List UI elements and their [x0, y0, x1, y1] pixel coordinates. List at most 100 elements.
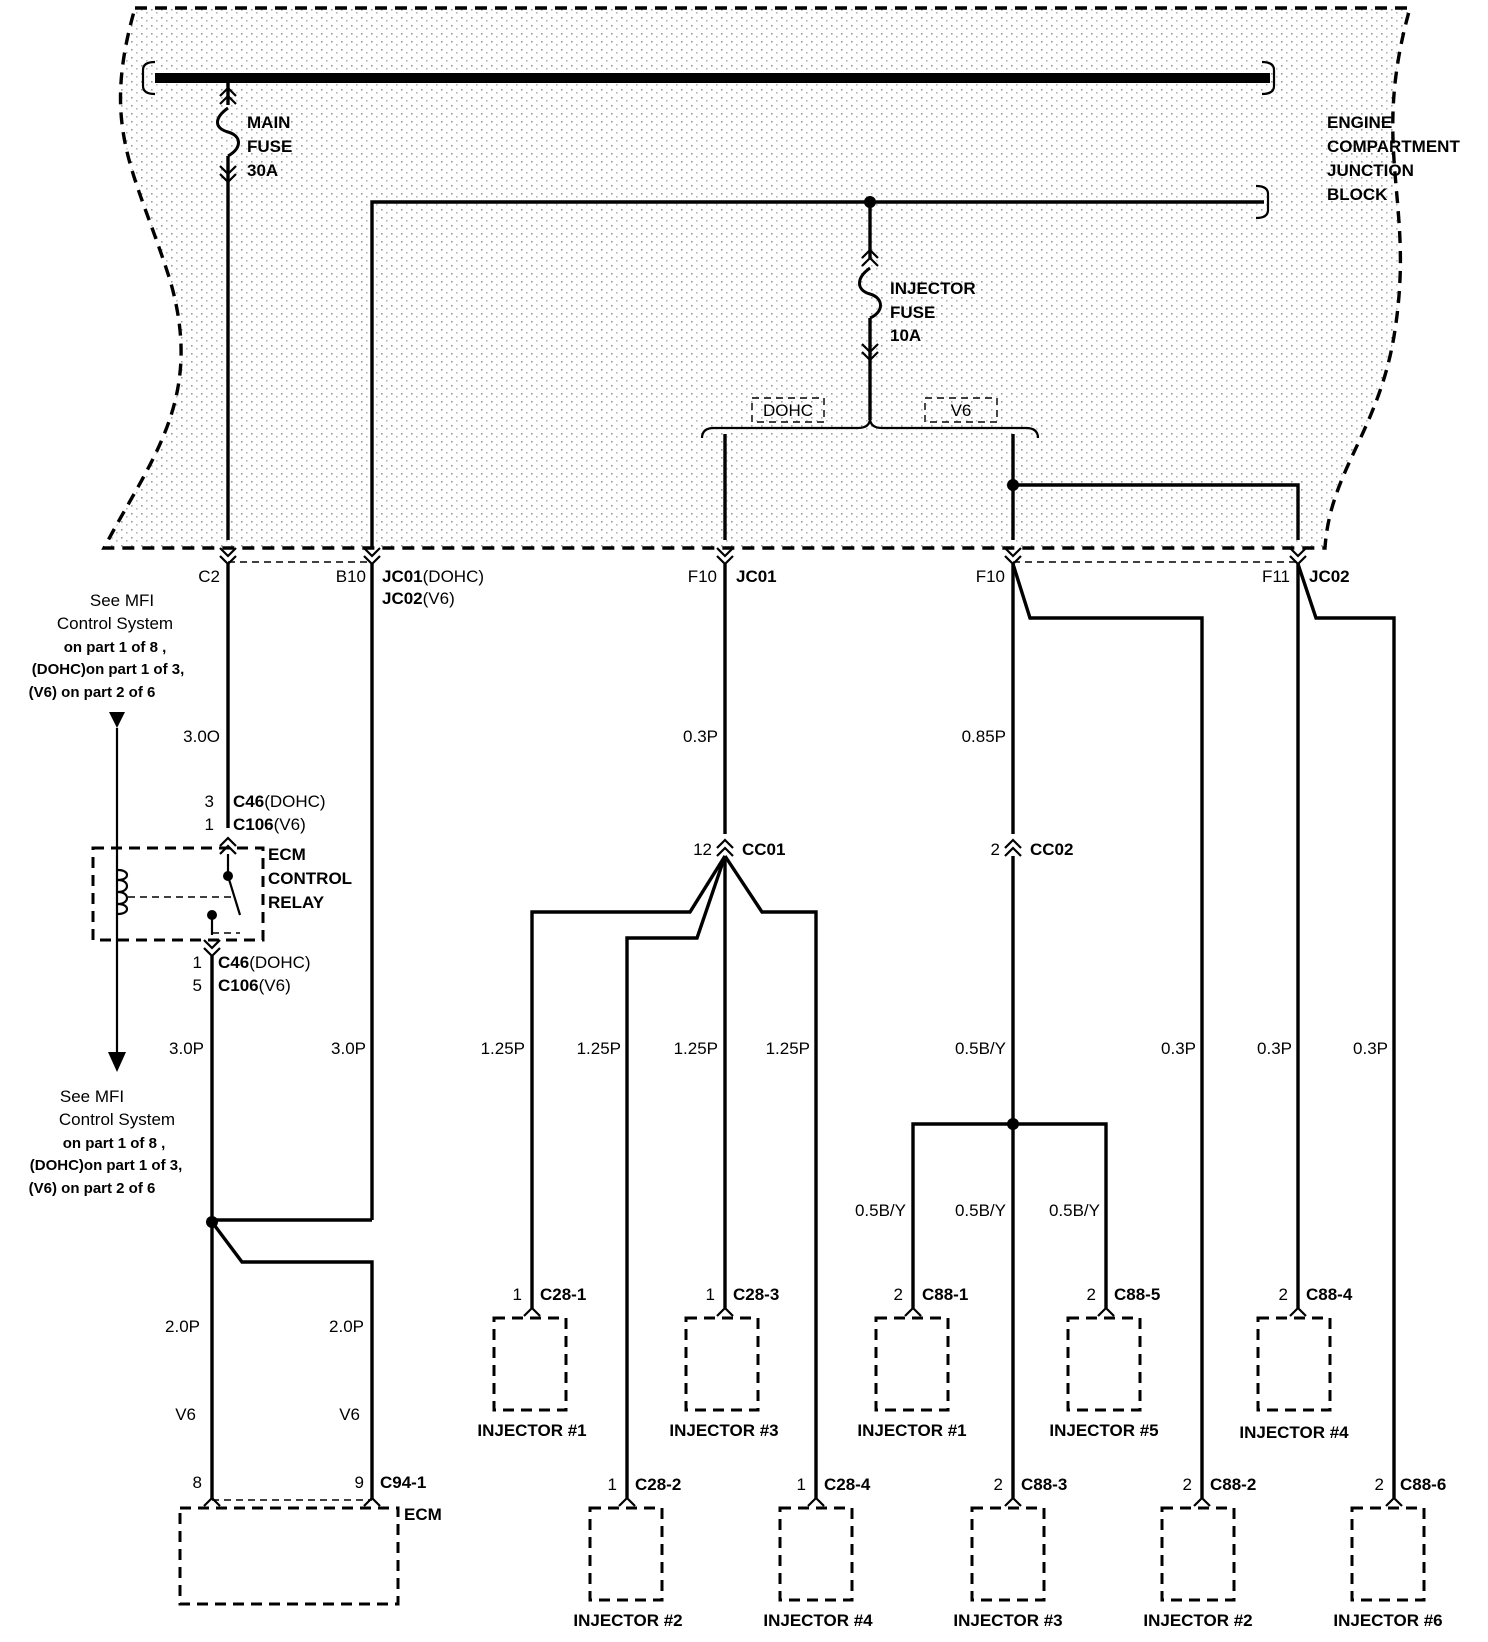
injector-fuse-label-3: 10A [890, 326, 921, 345]
injector-1-v6-box [874, 1316, 950, 1412]
injector-3-dohc-box [684, 1316, 760, 1412]
injector-6-v6-box [1350, 1506, 1426, 1602]
wire-30o: 3.0O [183, 727, 220, 746]
jc01-dohc-label: JC01(DOHC) [382, 567, 484, 586]
injector-1-dohc-label: INJECTOR #1 [477, 1421, 586, 1440]
wire-085p: 0.85P [962, 727, 1006, 746]
wire-03p-b: 0.3P [1257, 1039, 1292, 1058]
cc02-connector [1004, 838, 1022, 857]
injector-2-dohc: 1 C28-2 INJECTOR #2 [573, 1475, 682, 1630]
f11-label: F11 [1262, 567, 1290, 586]
wire-05by-1: 0.5B/Y [855, 1201, 906, 1220]
see-mfi-bot-4: (DOHC)on part 1 of 3, [30, 1157, 183, 1174]
main-fuse-symbol [216, 106, 240, 158]
injector-2-dohc-box [588, 1506, 664, 1602]
injector-2-dohc-label: INJECTOR #2 [573, 1611, 682, 1630]
ecm-pin-8-connector [203, 1496, 221, 1507]
injector-2-v6-conn: C88-2 [1210, 1475, 1256, 1494]
see-mfi-top-4: (DOHC)on part 1 of 3, [32, 661, 185, 678]
injector-4-v6: 2 C88-4 INJECTOR #4 [1239, 1285, 1352, 1442]
injector-3-dohc-pin: 1 [706, 1285, 715, 1304]
see-mfi-bot-3: on part 1 of 8 , [63, 1135, 166, 1152]
wire-30p-relay: 3.0P [169, 1039, 204, 1058]
injector-4-dohc-conn: C28-4 [824, 1475, 871, 1494]
injector-4-v6-label: INJECTOR #4 [1239, 1423, 1349, 1442]
injector-1-v6-label: INJECTOR #1 [857, 1421, 966, 1440]
junction-block: ENGINE COMPARTMENT JUNCTION BLOCK [101, 6, 1460, 550]
variant-brace [700, 417, 1040, 439]
injector-4-dohc-label: INJECTOR #4 [763, 1611, 873, 1630]
ecm-pin-9-connector [363, 1496, 381, 1507]
jc02-v6-label: JC02(V6) [382, 589, 455, 608]
v6-injector-circuit: 0.85P 2 CC02 0.5B/Y 0.5B/Y 0.5B/Y 0.5B/Y… [855, 563, 1396, 1498]
see-mfi-top-2: Control System [57, 614, 173, 633]
wire-20p-b: 2.0P [329, 1317, 364, 1336]
relay-label-2: CONTROL [268, 869, 352, 888]
ecm-control-relay [91, 846, 265, 942]
v6-label: V6 [951, 401, 972, 420]
v6-a-label: V6 [175, 1405, 196, 1424]
dohc-label: DOHC [763, 401, 813, 420]
mfi-arrow-bottom [108, 1052, 126, 1072]
c2-label: C2 [198, 567, 220, 586]
mfi-arrow-top [109, 712, 125, 728]
injector-3-v6-box [970, 1506, 1046, 1602]
jc01-connector [716, 547, 734, 566]
injector-2-v6-label: INJECTOR #2 [1143, 1611, 1252, 1630]
relay-label-1: ECM [268, 845, 306, 864]
bus-bar-end-right [1261, 60, 1276, 96]
see-mfi-top-5: (V6) on part 2 of 6 [29, 684, 156, 701]
see-mfi-top-1: See MFI [90, 591, 154, 610]
injector-4-dohc-pin: 1 [797, 1475, 806, 1494]
jc02-label: JC02 [1309, 567, 1350, 586]
injector-5-v6-label: INJECTOR #5 [1049, 1421, 1158, 1440]
injector-fuse-branch: INJECTOR FUSE 10A [370, 184, 1270, 548]
c94-label: C94-1 [380, 1473, 426, 1492]
injector-3-v6-pin: 2 [994, 1475, 1003, 1494]
main-fuse-label-1: MAIN [247, 113, 290, 132]
main-fuse-connector-top [219, 86, 237, 105]
ecm-label: ECM [404, 1505, 442, 1524]
see-mfi-top-3: on part 1 of 8 , [64, 639, 167, 656]
injector-1-v6: 2 C88-1 INJECTOR #1 [857, 1285, 968, 1440]
injector-fuse-connector-top [861, 248, 879, 267]
see-mfi-bot-1: See MFI [60, 1087, 124, 1106]
injector-5-v6-box [1066, 1316, 1142, 1412]
wire-125p-4: 1.25P [766, 1039, 810, 1058]
injector-4-v6-box [1256, 1316, 1332, 1412]
injector-1-dohc-box [492, 1316, 568, 1412]
injector-6-v6-label: INJECTOR #6 [1333, 1611, 1442, 1630]
v6-b-label: V6 [339, 1405, 360, 1424]
injector-2-v6: 2 C88-2 INJECTOR #2 [1143, 1475, 1256, 1630]
injector-5-v6: 2 C88-5 INJECTOR #5 [1049, 1285, 1160, 1440]
c106-top-pin: 1 [205, 815, 214, 834]
bus-bar-end-left [141, 60, 156, 96]
wire-03p-a: 0.3P [1161, 1039, 1196, 1058]
injector-6-v6-conn: C88-6 [1400, 1475, 1446, 1494]
c46-top-label: C46(DOHC) [233, 792, 326, 811]
f10-b-label: F10 [976, 567, 1005, 586]
variant-split: DOHC V6 [700, 397, 1300, 540]
relay-switch-arm [226, 875, 242, 916]
b10-label: B10 [336, 567, 366, 586]
junction-block-outline [101, 6, 1413, 550]
c46-bot-label: C46(DOHC) [218, 953, 311, 972]
main-fuse-label-2: FUSE [247, 137, 292, 156]
injector-2-dohc-pin: 1 [608, 1475, 617, 1494]
wire-05by-3: 0.5B/Y [1049, 1201, 1100, 1220]
injector-5-v6-conn: C88-5 [1114, 1285, 1160, 1304]
block-exit-connectors: C2 B10 JC01(DOHC) JC02(V6) F10 JC01 F10 … [198, 547, 1350, 608]
feed-end-right [1255, 184, 1270, 220]
battery-bus [141, 60, 1276, 96]
dohc-injector-circuit: 0.3P 12 CC01 1.25P 1.25P 1.25P 1.25P [481, 564, 818, 1498]
ecm-pin-9: 9 [355, 1473, 364, 1492]
wire-03p-jc01: 0.3P [683, 727, 718, 746]
v6-box [924, 397, 998, 423]
cc01-pin: 12 [693, 840, 712, 859]
injector-4-dohc-box [778, 1506, 854, 1602]
injector-2-v6-pin: 2 [1183, 1475, 1192, 1494]
cc01-label: CC01 [742, 840, 785, 859]
wire-125p-2: 1.25P [577, 1039, 621, 1058]
junction-block-label-3: JUNCTION [1327, 161, 1414, 180]
injector-3-dohc: 1 C28-3 INJECTOR #3 [669, 1285, 779, 1440]
